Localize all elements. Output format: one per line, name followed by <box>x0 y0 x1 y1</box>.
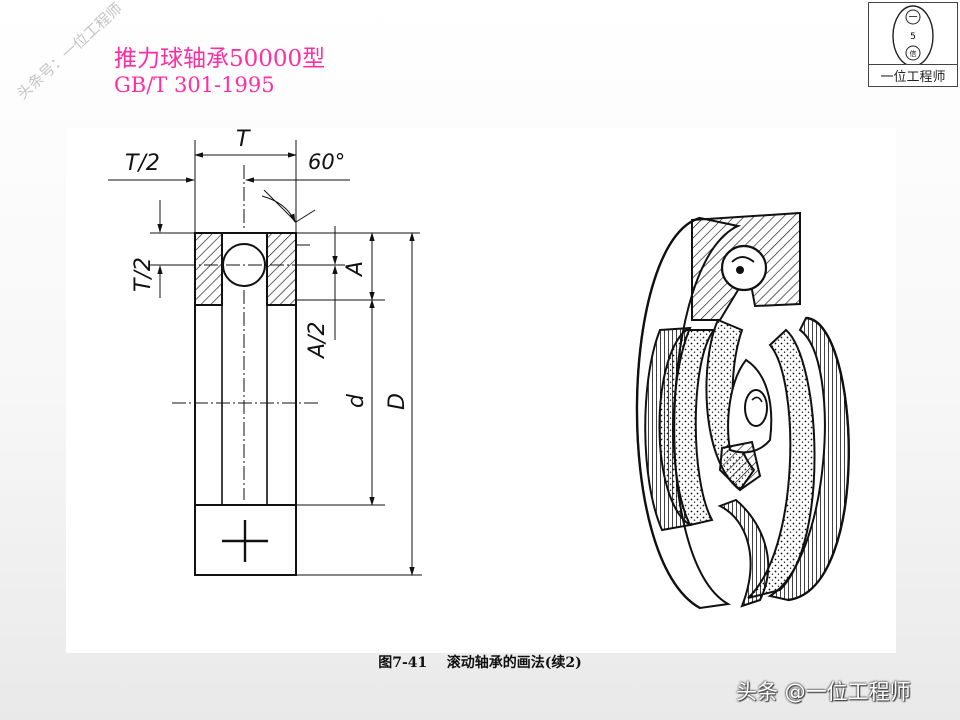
standard-number: GB/T 301-1995 <box>114 73 275 97</box>
logo-glyph-2: 5 <box>910 32 916 42</box>
dim-label-t: T <box>236 127 251 152</box>
author-logo: 一 5 信 一位工程师 <box>868 2 958 87</box>
left-washer-hatch <box>194 232 223 306</box>
right-washer-hatch <box>266 232 297 306</box>
dim-label-t-half-vertical: T/2 <box>131 257 156 292</box>
dim-label-big-d: D <box>385 393 410 410</box>
dim-label-a: A <box>343 261 368 278</box>
logo-label: 一位工程师 <box>869 64 957 85</box>
simplified-section-view <box>108 140 422 576</box>
dim-label-angle: 60° <box>308 150 345 174</box>
dim-label-d: d <box>344 393 369 408</box>
figure-caption: 图7-41 滚动轴承的画法(续2) <box>378 655 582 671</box>
dim-label-t-half: T/2 <box>125 151 160 176</box>
cutaway-ball <box>720 244 768 292</box>
bearing-outline <box>194 232 297 576</box>
logo-glyph-1: 一 <box>908 13 917 23</box>
bearing-title: 推力球轴承50000型 <box>114 46 326 72</box>
footer-watermark: 头条 @一位工程师 <box>736 680 911 704</box>
logo-glyph-3: 信 <box>910 49 917 58</box>
dim-label-a-half: A/2 <box>305 322 330 360</box>
pictorial-cutaway-view <box>635 211 850 610</box>
